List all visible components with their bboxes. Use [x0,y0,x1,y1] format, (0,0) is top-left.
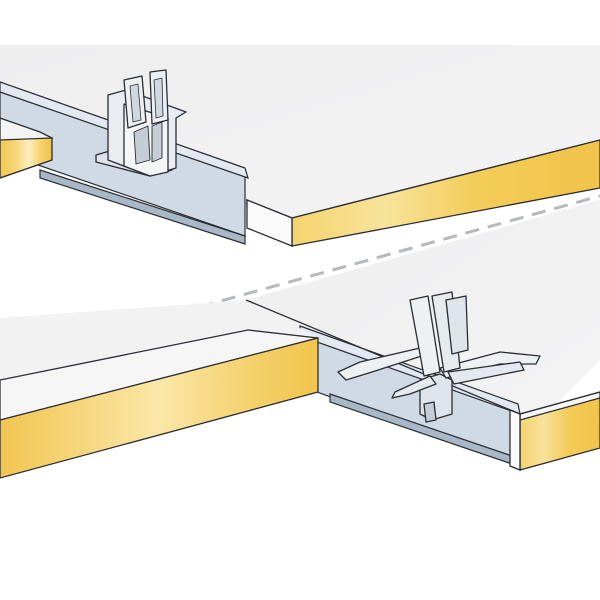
upper-left-panel [0,117,54,179]
lower-left-panel [0,300,319,479]
clip-installed-icon [95,69,187,177]
clip-spread-icon [337,291,541,423]
upper-assembly [0,45,600,247]
lower-right-panel-edge [245,299,600,471]
upper-right-panel-edge [246,139,600,247]
lower-assembly [0,200,600,479]
